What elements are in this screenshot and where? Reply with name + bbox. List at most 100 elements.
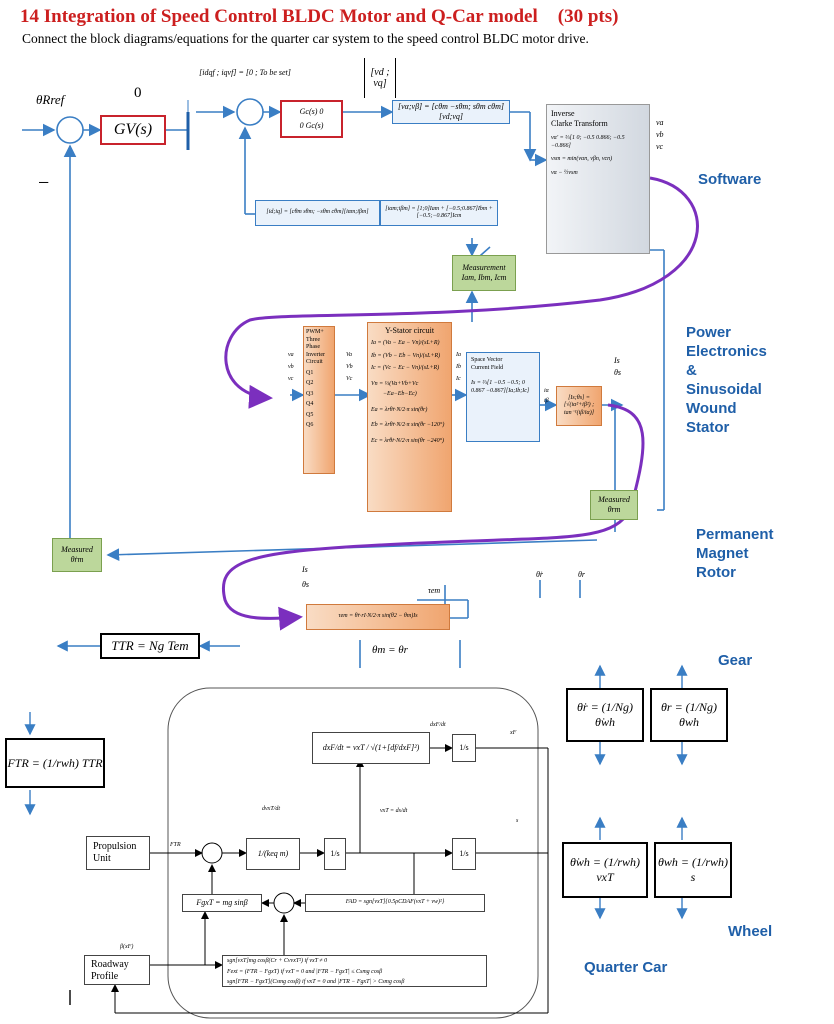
phase-ib: Ib	[456, 364, 461, 370]
section-pe-line: Power	[686, 324, 732, 341]
section-pe-line: Sinusoidal	[686, 381, 762, 398]
inverter-line: Three	[306, 336, 320, 343]
speed-controller-block: GV(s)	[100, 115, 166, 145]
inverter-line: Circuit	[306, 359, 323, 365]
inverter-line: Inverter	[306, 351, 325, 358]
section-pm-rotor: Permanent Magnet Rotor	[696, 525, 774, 582]
dxf-eq-block: dxF/dt = vxT / √(1+[df/dxF]²)	[312, 732, 430, 764]
integrator-v-block: 1/s	[324, 838, 346, 870]
park-feedback-block: [id;iq] = [cθm sθm; −sθm cθm][iαm;iβm]	[255, 200, 380, 226]
mass-block: 1/(keq m)	[246, 838, 300, 870]
inverter-block: PWM+ Three Phase Inverter Circuit Q1 Q2 …	[303, 326, 335, 474]
theta-ref-label: θ̇Rref	[36, 92, 65, 107]
gear-angle-eq: θr = (1/Ng) θwh	[650, 688, 728, 742]
tem-label: τem	[428, 586, 441, 595]
section-gear: Gear	[718, 652, 753, 669]
clarke-eq: vsm = min(vαn, vβn, vcn)	[551, 156, 613, 162]
friction-force-block: sgn[vxT]mg cosβ(Cr + CvvxT²) if vxT ≠ 0 …	[222, 955, 487, 987]
measured-symbol: θ̇rm	[70, 555, 84, 564]
inverter-switch: Q3	[306, 390, 314, 397]
inverse-park-block: [vα;vβ] = [cθm −sθm; sθm cθm][vd;vq]	[392, 100, 510, 124]
rotor-is: Is	[302, 565, 308, 574]
stator-eq: Ec = λrθ̇r·N/2·π sin(θr −240°)	[371, 437, 444, 444]
current-controller-block: Gc(s) 0 0 Gc(s)	[280, 100, 343, 138]
section-pe-line: Wound	[686, 400, 737, 417]
page-title: 14 Integration of Speed Control BLDC Mot…	[20, 6, 618, 28]
inverter-switch: Q2	[306, 380, 314, 386]
measurement-title: Measurement	[462, 263, 506, 272]
xf-signal: xF	[510, 730, 517, 736]
zero-label: 0	[134, 85, 142, 101]
svm-title: Current Field	[471, 364, 504, 371]
ttr-eq-block: TTR = Ng Tem	[100, 633, 200, 659]
grade-force-block: FgxT = mg sinβ	[182, 894, 262, 912]
space-vector-block: Space Vector Current Field Is = ⅔[1 −0.5…	[466, 352, 540, 442]
summing-junction-icon	[201, 842, 223, 864]
measured-title: Measured	[598, 495, 630, 504]
inverter-line: PWM+	[306, 329, 324, 335]
measured-theta-right: Measured θrm	[590, 490, 638, 520]
roadway-line: Roadway	[91, 959, 129, 970]
propulsion-line: Propulsion	[93, 841, 137, 852]
section-pe-line: &	[686, 362, 697, 379]
stator-eq: Ea = λrθ̇r·N/2·π sin(θr)	[371, 406, 428, 413]
out-vb: vb	[656, 130, 664, 139]
is-out: Is	[614, 356, 620, 365]
out-va: va	[656, 118, 664, 127]
roadway-profile-block: Roadway Profile	[84, 955, 150, 985]
dvxt-signal: dvxT/dt	[262, 806, 280, 812]
rotor-thetas: θs	[302, 580, 310, 589]
integrator-xf-block: 1/s	[452, 734, 476, 762]
out-vc: vc	[656, 142, 664, 151]
stator-title: Y-Stator circuit	[384, 326, 435, 335]
gear-speed-eq: θ̇r = (1/Ng) θ̇wh	[566, 688, 644, 742]
aero-drag-block: FAD = sgn[vxT]{0.5ρCDAF(vxT + vw)²}	[305, 894, 485, 912]
summing-junction-icon	[273, 892, 295, 914]
inverter-line: Phase	[306, 344, 320, 350]
minus-sign: −	[38, 172, 50, 194]
polar-transform-block: [Is;θs] = [√(iα²+iβ²) ; tan⁻¹(iβ/iα)]	[556, 386, 602, 426]
gc-row: 0 Gc(s)	[299, 121, 324, 130]
inverter-switch: Q1	[306, 369, 314, 376]
summing-junction-icon	[236, 98, 264, 126]
section-wheel: Wheel	[728, 923, 773, 940]
phase-ia: Ia	[456, 352, 461, 358]
measured-symbol: θrm	[607, 505, 621, 514]
inv-in-va: va	[288, 352, 294, 358]
title-text: 14 Integration of Speed Control BLDC Mot…	[20, 6, 538, 27]
ftr-eq-block: FTR = (1/rwh) TTR	[5, 738, 105, 788]
svm-title: Space Vector	[471, 357, 503, 363]
clarke-eq: vα − ½vsm	[551, 169, 578, 176]
measurement-currents: Iam, Ibm, Icm	[461, 273, 507, 282]
torque-block: τem = θ̇r·rI·N/2·π sin(θ2 − θm)Is	[306, 604, 450, 630]
measured-title: Measured	[61, 545, 93, 554]
inverse-clarke-block: Inverse Clarke Transform vα′ = ⅔[1 0; −0…	[546, 104, 650, 254]
inv-out-va: Va	[346, 352, 352, 358]
stator-eq: Ic = (Vc − Ec − Vn)/(sL+R)	[371, 365, 440, 371]
stator-eq: Ib = (Vb − Eb − Vn)/(sL+R)	[371, 352, 441, 359]
s-signal: s	[516, 818, 519, 824]
friction-case: sgn[FTR − FgxT](Csmg cosβ) if vxT = 0 an…	[227, 979, 405, 985]
dq-reference-eq: [idqf ; iqvf] = [0 ; To be set]	[199, 68, 291, 77]
summing-junction-icon	[56, 116, 84, 144]
section-power-electronics: Power Electronics & Sinusoidal Wound Sta…	[686, 323, 767, 437]
vdq-vector: [vd ; vq]	[364, 58, 396, 98]
friction-case: Fext = (FTR − FgxT) if vxT = 0 and |FTR …	[227, 968, 383, 975]
stator-circuit-block: Y-Stator circuit Ia = (Va − Ea − Vn)/(sL…	[367, 322, 452, 512]
inv-out-vc: Vc	[346, 376, 353, 382]
roadway-line: Profile	[91, 971, 119, 982]
svm-eq: Is = ⅔[1 −0.5 −0.5; 0 0.867 −0.867][Ia;I…	[471, 380, 530, 394]
wheel-speed-eq: θ̇wh = (1/rwh) vxT	[562, 842, 648, 898]
section-pe-line: Stator	[686, 419, 730, 436]
stator-eq: Vn = ⅓(Va+Vb+Vc	[371, 380, 419, 387]
section-quarter-car: Quarter Car	[584, 959, 668, 976]
title-points: (30 pts)	[557, 6, 619, 27]
stator-eq: Eb = λrθ̇r·N/2·π sin(θr −120°)	[371, 422, 445, 428]
instruction-text: Connect the block diagrams/equations for…	[22, 31, 589, 46]
thetas-out: θs	[614, 368, 622, 377]
theta-m-eq: θm = θr	[372, 644, 408, 656]
inverter-switch: Q6	[306, 422, 314, 428]
section-software: Software	[698, 171, 762, 188]
stator-eq: −Ea−Eb−Ec)	[383, 391, 417, 397]
propulsion-unit-block: Propulsion Unit	[86, 836, 150, 870]
